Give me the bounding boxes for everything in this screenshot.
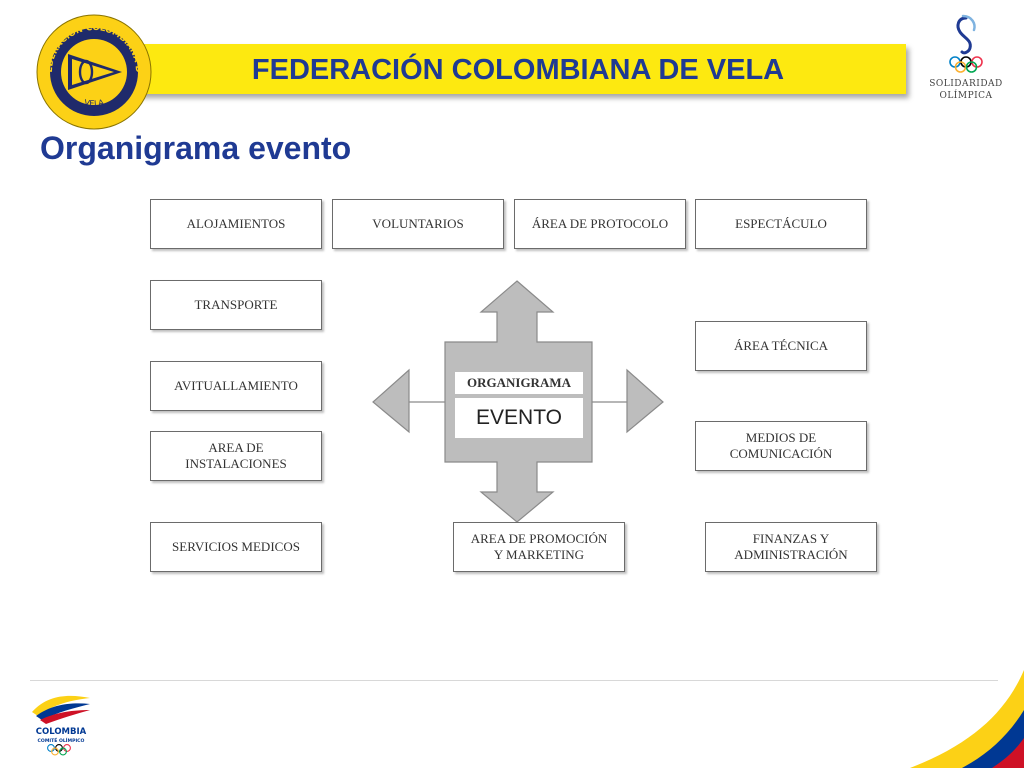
fcv-logo: FEDERACION COLOMBIANA DE VELA xyxy=(34,12,152,130)
box-finanzas: FINANZAS Y ADMINISTRACIÓN xyxy=(705,522,877,572)
box-area-promocion: AREA DE PROMOCIÓN Y MARKETING xyxy=(453,522,625,572)
solidaridad-olimpica-logo: SOLIDARIDAD OLÍMPICA xyxy=(929,14,1003,101)
box-area-tecnica: ÁREA TÉCNICA xyxy=(695,321,867,371)
box-alojamientos: ALOJAMIENTOS xyxy=(150,199,322,249)
coc-line2: COMITÉ OLÍMPICO xyxy=(38,736,85,744)
banner-title: FEDERACIÓN COLOMBIANA DE VELA xyxy=(251,54,785,86)
colombia-olympic-committee-logo: COLOMBIA COMITÉ OLÍMPICO xyxy=(32,695,90,756)
center-subtitle: EVENTO xyxy=(455,398,583,438)
solidaridad-line2: OLÍMPICA xyxy=(939,89,992,101)
box-avituallamiento: AVITUALLAMIENTO xyxy=(150,361,322,411)
box-area-protocolo: ÁREA DE PROTOCOLO xyxy=(514,199,686,249)
slide-title: Organigrama evento xyxy=(40,130,352,166)
solidaridad-line1: SOLIDARIDAD xyxy=(929,79,1003,89)
center-title: ORGANIGRAMA xyxy=(455,372,583,394)
coc-line1: COLOMBIA xyxy=(36,727,87,737)
svg-text:VELA: VELA xyxy=(83,98,105,108)
box-espectaculo: ESPECTÁCULO xyxy=(695,199,867,249)
box-voluntarios: VOLUNTARIOS xyxy=(332,199,504,249)
box-servicios-medicos: SERVICIOS MEDICOS xyxy=(150,522,322,572)
box-transporte: TRANSPORTE xyxy=(150,280,322,330)
corner-flag-swoosh xyxy=(910,670,1024,768)
footer-divider xyxy=(30,680,998,681)
box-medios-comunicacion: MEDIOS DE COMUNICACIÓN xyxy=(695,421,867,471)
box-area-instalaciones: AREA DE INSTALACIONES xyxy=(150,431,322,481)
title-banner xyxy=(130,44,906,94)
